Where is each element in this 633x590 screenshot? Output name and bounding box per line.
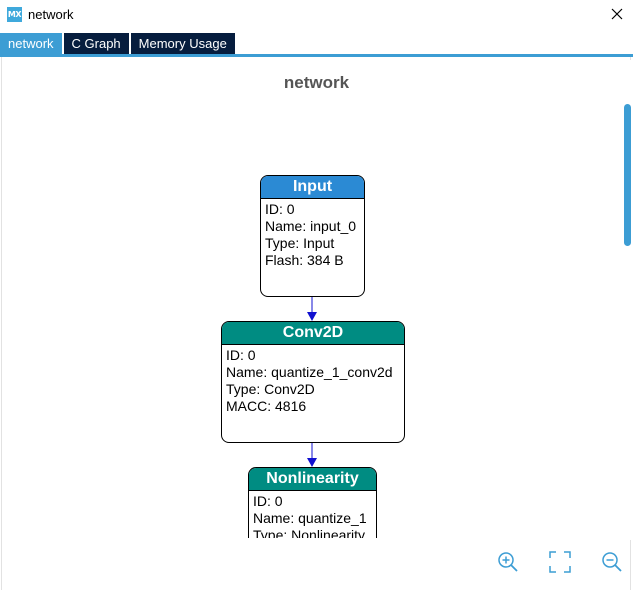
- node-line: Type: Conv2D: [226, 381, 315, 397]
- node-body: ID: 0 Name: input_0 Type: Input Flash: 3…: [261, 199, 364, 271]
- edge-arrow: [307, 297, 317, 321]
- node-line: Type: Nonlinearity: [253, 527, 366, 538]
- title-bar: MX network: [0, 0, 633, 30]
- tab-underline: [0, 54, 633, 57]
- graph-title: network: [283, 73, 350, 92]
- window-title: network: [28, 7, 74, 22]
- node-line: ID: 0: [253, 493, 283, 509]
- node-line: Name: quantize_1_conv2d: [226, 364, 393, 380]
- node-body: ID: 0 Name: quantize_1 Type: Nonlinearit…: [249, 491, 376, 538]
- node-header: Input: [261, 176, 364, 199]
- zoom-in-button[interactable]: [497, 551, 519, 573]
- tab-network[interactable]: network: [0, 33, 62, 54]
- node-header: Nonlinearity: [249, 468, 376, 491]
- close-icon: [611, 8, 623, 20]
- node-line: ID: 0: [265, 201, 295, 217]
- node-line: ID: 0: [226, 347, 256, 363]
- app-logo-icon: MX: [7, 7, 22, 22]
- scrollbar-thumb[interactable]: [624, 104, 631, 246]
- graph-node-input[interactable]: Input ID: 0 Name: input_0 Type: Input Fl…: [260, 175, 365, 297]
- zoom-out-button[interactable]: [601, 551, 623, 573]
- tab-c-graph[interactable]: C Graph: [63, 33, 129, 54]
- graph-viewport: Input ID: 0 Name: input_0 Type: Input Fl…: [0, 57, 622, 538]
- node-line: MACC: 4816: [226, 398, 307, 414]
- fit-to-screen-button[interactable]: [549, 551, 571, 573]
- vertical-scrollbar[interactable]: [622, 60, 631, 540]
- node-header: Conv2D: [222, 322, 404, 345]
- node-line: Type: Input: [265, 235, 335, 251]
- zoom-out-icon: [602, 552, 622, 572]
- fit-to-screen-icon: [549, 551, 571, 573]
- node-line: Name: quantize_1: [253, 510, 367, 526]
- zoom-in-icon: [498, 552, 518, 572]
- graph-node-nonlinearity[interactable]: Nonlinearity ID: 0 Name: quantize_1 Type…: [248, 467, 377, 538]
- graph-node-conv2d[interactable]: Conv2D ID: 0 Name: quantize_1_conv2d Typ…: [221, 321, 405, 443]
- node-body: ID: 0 Name: quantize_1_conv2d Type: Conv…: [222, 345, 404, 417]
- node-line: Flash: 384 B: [265, 252, 344, 268]
- node-line: Name: input_0: [265, 218, 357, 234]
- tab-memory-usage[interactable]: Memory Usage: [130, 33, 235, 54]
- close-button[interactable]: [607, 4, 627, 24]
- tab-bar: network C Graph Memory Usage: [0, 33, 237, 55]
- edge-arrow: [307, 443, 317, 467]
